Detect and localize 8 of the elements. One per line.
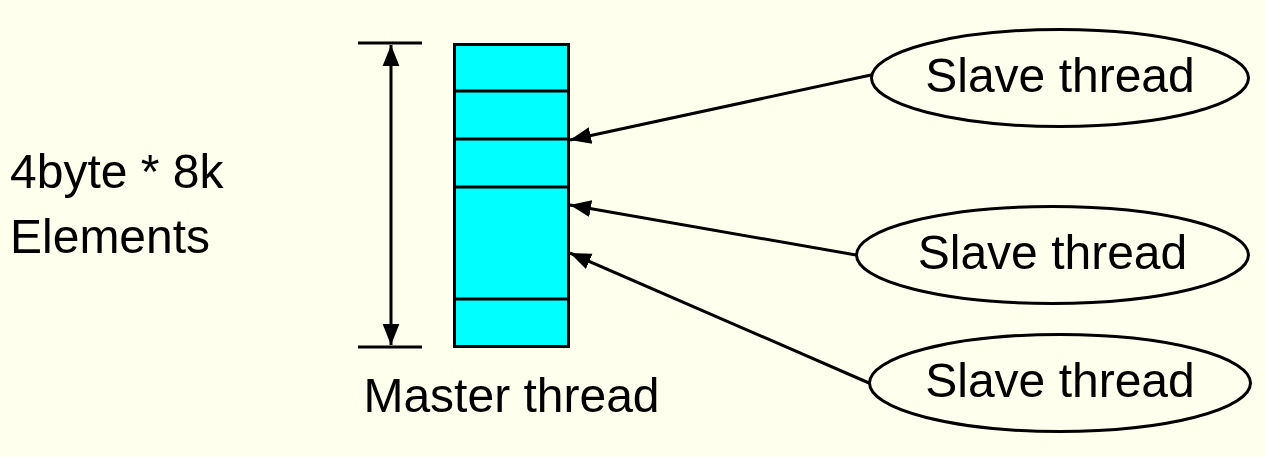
- arrow: [569, 200, 857, 257]
- dimension-label: 4byte * 8k Elements: [10, 144, 225, 265]
- node-label: Slave thread: [925, 357, 1195, 405]
- node-label: Slave thread: [917, 229, 1188, 277]
- arrow: [569, 251, 870, 385]
- arrow: [569, 73, 872, 144]
- node-label: Master thread: [363, 372, 660, 420]
- node-label: Slave thread: [925, 52, 1195, 100]
